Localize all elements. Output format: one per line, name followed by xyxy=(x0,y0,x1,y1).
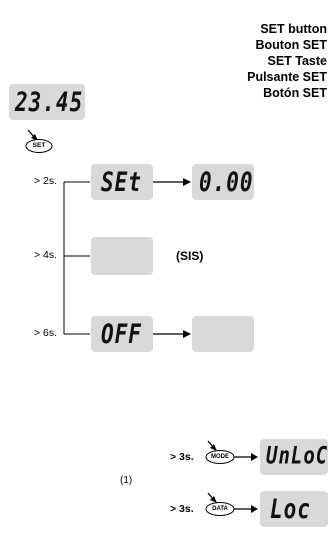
off-display-value: OFF xyxy=(101,319,142,349)
time-label-2s: > 2s. xyxy=(34,175,58,187)
set-display-value: SEt xyxy=(101,167,142,197)
set-key-icon xyxy=(25,129,53,153)
heading-set-button-fr: Bouton SET xyxy=(255,38,327,52)
sis-lcd-display xyxy=(91,237,153,275)
time-label-6s: > 6s. xyxy=(34,327,58,339)
lock-display-value: Loc xyxy=(270,494,311,524)
heading-set-button-en: SET button xyxy=(260,22,327,36)
sis-note: (SIS) xyxy=(176,249,204,263)
lock-lcd-display: Loc xyxy=(260,491,328,527)
empty-lcd-display xyxy=(192,316,254,352)
initial-display-value: 23.45 xyxy=(15,87,84,117)
mode-key-label: MODE xyxy=(211,454,229,460)
heading-set-button-it: Pulsante SET xyxy=(247,70,327,84)
heading-set-button-es: Botón SET xyxy=(263,86,327,100)
heading-set-button-de: SET Taste xyxy=(267,54,327,68)
unlock-time-label: > 3s. xyxy=(170,451,194,463)
footnote-marker: (1) xyxy=(120,475,133,486)
set-lcd-display: SEt xyxy=(91,164,153,200)
initial-lcd-display: 23.45 xyxy=(9,84,85,120)
data-key-icon xyxy=(205,492,235,516)
time-label-4s: > 4s. xyxy=(34,249,58,261)
data-key-label: DATA xyxy=(212,506,228,512)
zero-lcd-display: 0.00 xyxy=(192,164,254,200)
lock-time-label: > 3s. xyxy=(170,503,194,515)
unlock-display-value: UnLoC xyxy=(266,442,329,470)
unlock-lcd-display: UnLoC xyxy=(260,439,328,475)
off-lcd-display: OFF xyxy=(91,316,153,352)
mode-key-icon xyxy=(205,440,235,464)
set-key-label: SET xyxy=(32,142,46,149)
zero-display-value: 0.00 xyxy=(199,167,254,197)
